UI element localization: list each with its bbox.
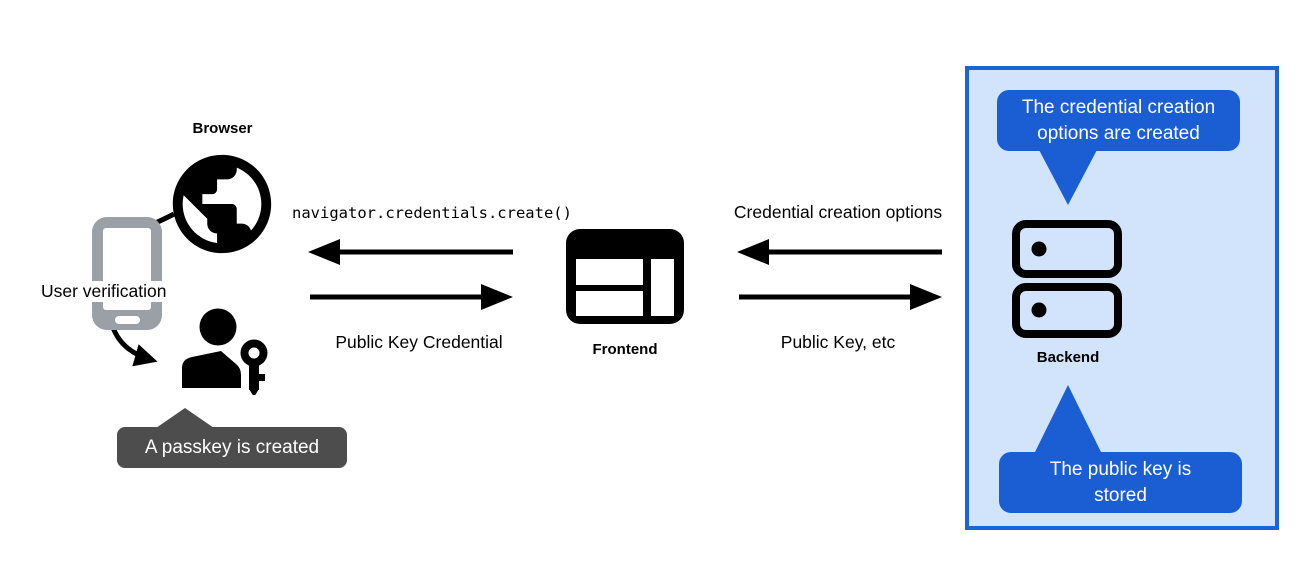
public-key-stored-text: The public key is stored [1049,458,1192,506]
options-created-text: The credential creation options are crea… [1021,96,1216,144]
arrow-public-key-credential [310,284,513,310]
frontend-label: Frontend [592,341,658,358]
passkey-callout-tail [156,408,214,428]
arrow-credential-creation-options [737,239,942,265]
browser-window-icon [566,229,684,324]
user-key-icon [182,308,268,395]
globe-icon [172,154,272,254]
options-callout-tail [1038,148,1098,205]
arrow-public-key-etc [739,284,942,310]
smartphone-icon [92,217,162,330]
credential-creation-options-text: Credential creation options [733,202,943,222]
backend-label: Backend [1036,349,1100,366]
public-key-credential-text: Public Key Credential [335,332,503,352]
server-icon [1012,220,1122,338]
browser-label: Browser [192,120,253,137]
user-verification-label: User verification [38,281,170,302]
public-key-etc-text: Public Key, etc [780,332,896,352]
public-key-stored-callout: The public key is stored [999,452,1242,513]
stored-callout-tail [1035,385,1101,452]
passkey-created-text: A passkey is created [144,436,320,458]
passkey-created-callout: A passkey is created [117,427,347,468]
arrow-create-call [308,239,513,265]
options-created-callout: The credential creation options are crea… [997,90,1240,151]
create-call-text: navigator.credentials.create() [292,204,572,222]
